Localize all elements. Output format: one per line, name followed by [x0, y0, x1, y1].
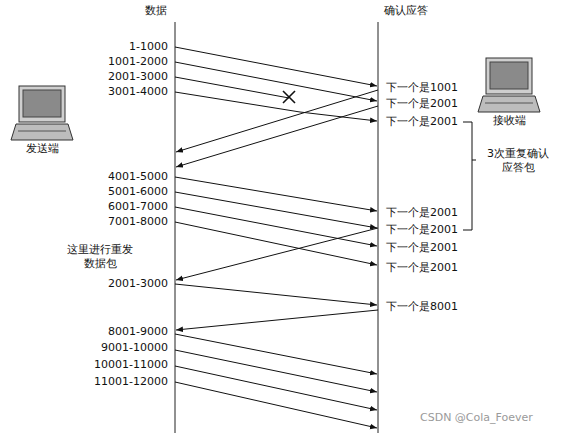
segment-label: 2001-3000	[58, 277, 168, 291]
monitor-screen	[23, 90, 61, 117]
keyboard-base	[478, 96, 540, 112]
segment-label: 6001-7000	[58, 200, 168, 214]
segment-label: 9001-10000	[58, 341, 168, 355]
timelines	[175, 22, 378, 433]
watermark: CSDN @Cola_Foever	[420, 411, 533, 425]
data-arrow	[175, 207, 377, 246]
note: 3次重复确认 应答包	[476, 147, 560, 175]
ack-label: 下一个是2001	[386, 223, 458, 237]
segment-label: 1-1000	[58, 40, 168, 54]
cross-stroke	[283, 91, 295, 103]
ack-label: 下一个是2001	[386, 261, 458, 275]
segment-label: 7001-8000	[58, 215, 168, 229]
segment-label: 10001-11000	[58, 358, 168, 372]
keyboard-base	[11, 124, 73, 140]
node-label: 发送端	[6, 142, 78, 156]
ack-label: 下一个是2001	[386, 115, 458, 129]
data-arrow	[175, 47, 377, 86]
segment-arrows	[175, 47, 378, 428]
segment-label: 5001-6000	[58, 185, 168, 199]
ack-label: 数据	[145, 4, 167, 18]
keyboard-line	[485, 103, 533, 104]
data-arrow	[175, 92, 377, 121]
ack-label: 确认应答	[384, 4, 428, 18]
cross-stroke	[283, 91, 295, 103]
ack-label: 下一个是2001	[386, 206, 458, 220]
segment-label: 11001-12000	[58, 375, 168, 389]
segment-label: 8001-9000	[58, 325, 168, 339]
receiver-timeline	[378, 22, 379, 433]
data-arrow	[175, 334, 377, 374]
computer-node: 接收端	[470, 56, 548, 128]
ack-label: 下一个是2001	[386, 241, 458, 255]
data-arrow	[175, 382, 377, 428]
segment-label: 3001-4000	[58, 85, 168, 99]
keyboard-line	[18, 131, 66, 132]
segment-label: 1001-2000	[58, 55, 168, 69]
computer-icon	[477, 56, 541, 114]
data-arrow	[175, 192, 377, 228]
node-label: 接收端	[470, 114, 548, 128]
ack-arrow	[176, 228, 378, 280]
monitor-frame	[19, 86, 65, 122]
computer-icon	[10, 84, 74, 142]
data-arrow	[175, 350, 377, 392]
data-arrow	[175, 177, 377, 211]
monitor-frame	[486, 58, 532, 94]
data-arrow	[175, 62, 377, 101]
ack-arrow	[176, 310, 378, 330]
ack-label: 下一个是1001	[386, 81, 458, 95]
data-arrow	[175, 222, 377, 265]
data-arrow	[175, 366, 377, 410]
bracket	[463, 122, 476, 230]
monitor-screen	[490, 62, 528, 89]
data-arrow	[175, 284, 377, 305]
ack-label: 下一个是8001	[386, 300, 458, 314]
ack-arrow	[176, 90, 378, 152]
note: 这里进行重发 数据包	[58, 243, 142, 271]
computer-node: 发送端	[6, 84, 78, 156]
ack-arrow	[176, 106, 378, 167]
segment-label: 2001-3000	[58, 70, 168, 84]
ack-label: 下一个是2001	[386, 97, 458, 111]
sender-timeline	[175, 22, 176, 433]
segment-label: 4001-5000	[58, 170, 168, 184]
loss-cross	[283, 91, 295, 103]
